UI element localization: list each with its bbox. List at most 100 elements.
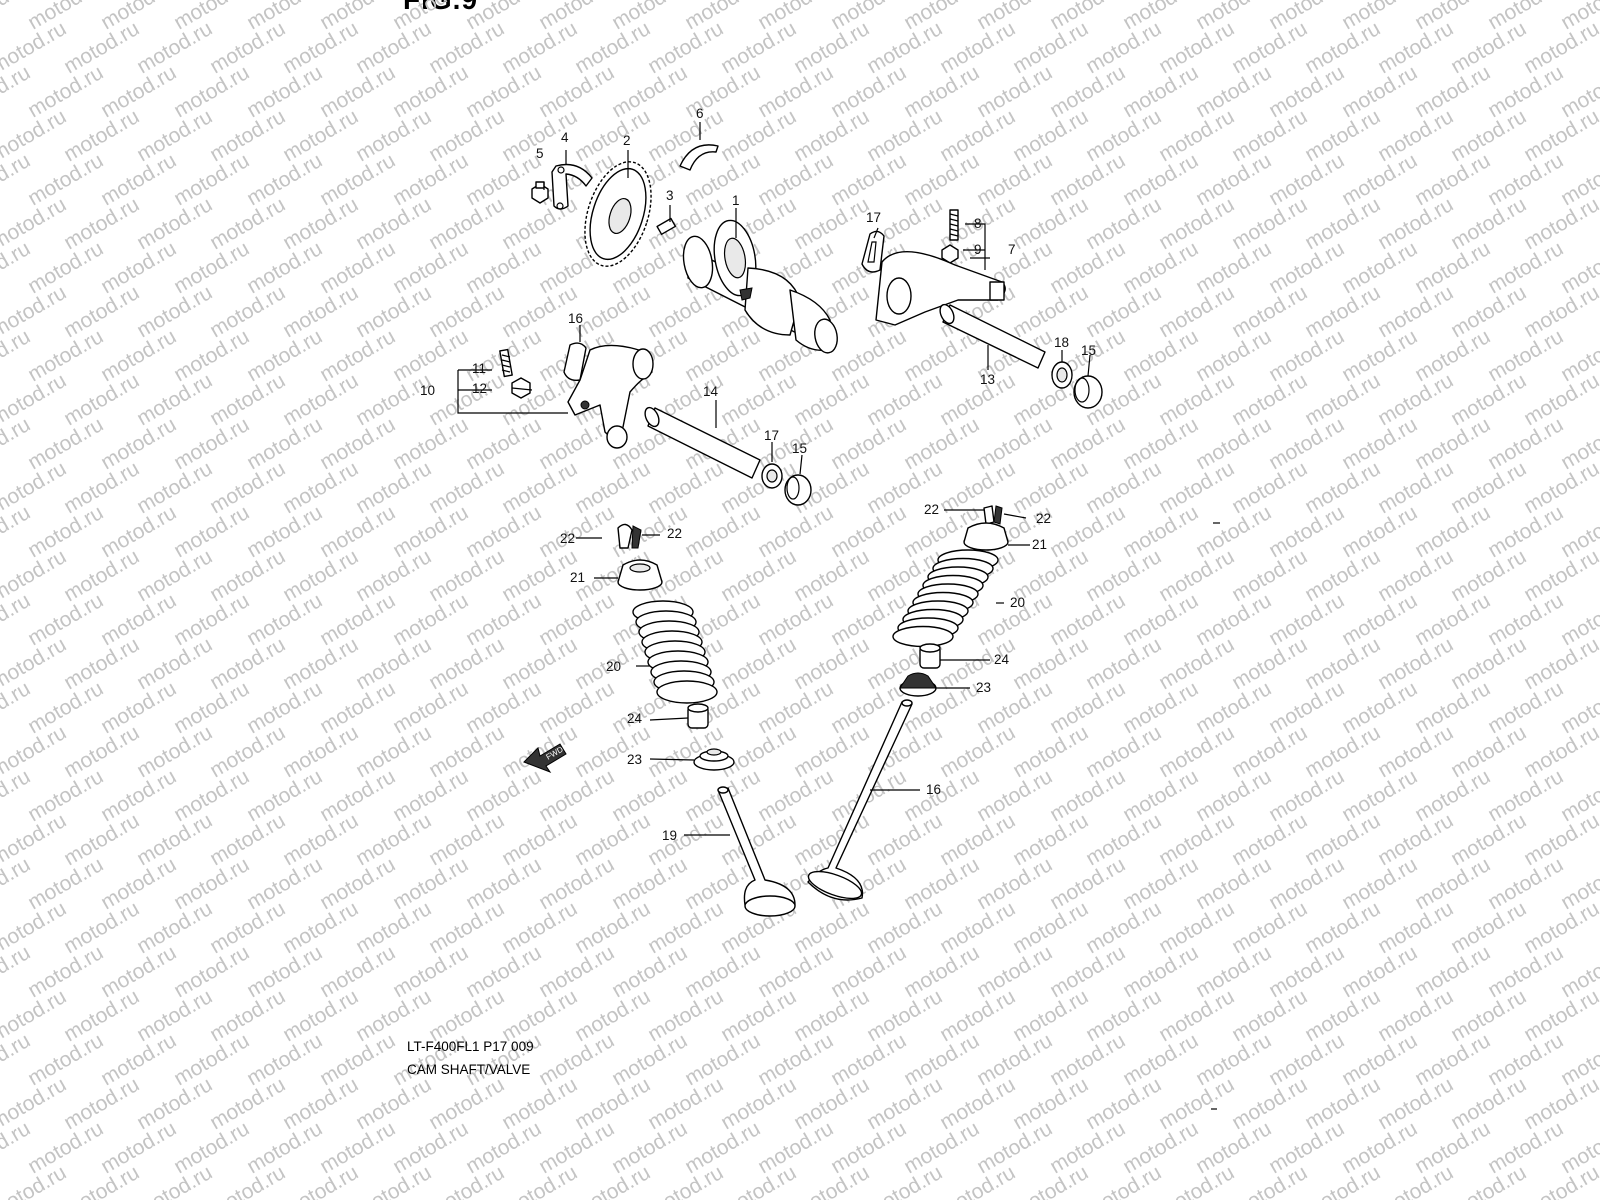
watermark-text: motod.ru <box>462 501 545 562</box>
watermark-text: motod.ru <box>1082 457 1165 518</box>
watermark-text: motod.ru <box>1338 853 1421 914</box>
watermark-text: motod.ru <box>1119 1029 1202 1090</box>
watermark-text: motod.ru <box>352 633 435 694</box>
watermark-text: motod.ru <box>1411 765 1494 826</box>
watermark-text: motod.ru <box>1411 413 1494 474</box>
callout-22-a: 22 <box>560 531 575 546</box>
watermark-text: motod.ru <box>1155 281 1238 342</box>
watermark-text: motod.ru <box>316 501 399 562</box>
watermark-text: motod.ru <box>352 721 435 782</box>
watermark-text: motod.ru <box>1484 1117 1567 1178</box>
watermark-text: motod.ru <box>644 897 727 958</box>
watermark-text: motod.ru <box>1374 985 1457 1046</box>
watermark-text: motod.ru <box>60 897 143 958</box>
watermark-text: motod.ru <box>608 765 691 826</box>
seat-part-23-left <box>693 748 735 771</box>
watermark-text: motod.ru <box>1228 457 1311 518</box>
watermark-text: motod.ru <box>24 677 107 738</box>
watermark-text: motod.ru <box>316 677 399 738</box>
watermark-text: motod.ru <box>97 589 180 650</box>
watermark-text: motod.ru <box>462 237 545 298</box>
watermark-text: motod.ru <box>535 853 618 914</box>
watermark-text: motod.ru <box>352 545 435 606</box>
watermark-text: motod.ru <box>608 1117 691 1178</box>
watermark-text: motod.ru <box>1155 721 1238 782</box>
watermark-text: motod.ru <box>1447 897 1530 958</box>
valve-spring-part-20-right <box>892 549 999 648</box>
watermark-text: motod.ru <box>1338 325 1421 386</box>
watermark-text: motod.ru <box>498 1073 581 1134</box>
watermark-text: motod.ru <box>1009 193 1092 254</box>
callout-7: 7 <box>1008 242 1016 257</box>
watermark-text: motod.ru <box>644 809 727 870</box>
watermark-text: motod.ru <box>1301 721 1384 782</box>
watermark-text: motod.ru <box>462 61 545 122</box>
watermark-text: motod.ru <box>133 105 216 166</box>
watermark-text: motod.ru <box>24 413 107 474</box>
watermark-text: motod.ru <box>790 985 873 1046</box>
watermark-text: motod.ru <box>608 61 691 122</box>
watermark-text: motod.ru <box>1374 1073 1457 1134</box>
watermark-text: motod.ru <box>60 193 143 254</box>
watermark-text: motod.ru <box>498 897 581 958</box>
watermark-text: motod.ru <box>754 61 837 122</box>
callout-17-right: 18 <box>1054 335 1069 350</box>
watermark-text: motod.ru <box>900 1117 983 1178</box>
watermark-text: motod.ru <box>1447 281 1530 342</box>
watermark-text: motod.ru <box>1119 677 1202 738</box>
watermark-text: motod.ru <box>97 149 180 210</box>
watermark-text: motod.ru <box>1484 325 1567 386</box>
watermark-text: motod.ru <box>1265 501 1348 562</box>
watermark-text: motod.ru <box>243 413 326 474</box>
watermark-text: motod.ru <box>1192 149 1275 210</box>
callout-2: 2 <box>623 133 631 148</box>
watermark-text: motod.ru <box>1447 193 1530 254</box>
watermark-text: motod.ru <box>1155 985 1238 1046</box>
watermark-text: motod.ru <box>1265 325 1348 386</box>
watermark-text: motod.ru <box>133 1073 216 1134</box>
watermark-text: motod.ru <box>1484 413 1567 474</box>
watermark-text: motod.ru <box>754 1117 837 1178</box>
watermark-text: motod.ru <box>389 765 472 826</box>
watermark-text: motod.ru <box>1338 941 1421 1002</box>
watermark-text: motod.ru <box>571 281 654 342</box>
watermark-text: motod.ru <box>425 721 508 782</box>
watermark-text: motod.ru <box>60 457 143 518</box>
watermark-text: motod.ru <box>936 809 1019 870</box>
watermark-text: motod.ru <box>170 1117 253 1178</box>
valve-part-18 <box>807 699 913 901</box>
watermark-text: motod.ru <box>1447 721 1530 782</box>
watermark-text: motod.ru <box>900 413 983 474</box>
cam-sprocket-part-2 <box>584 161 652 267</box>
watermark-text: motod.ru <box>754 589 837 650</box>
watermark-text: motod.ru <box>170 853 253 914</box>
callout-8: 8 <box>974 216 982 231</box>
watermark-text: motod.ru <box>279 281 362 342</box>
watermark-text: motod.ru <box>1228 633 1311 694</box>
watermark-text: motod.ru <box>206 985 289 1046</box>
watermark-text: motod.ru <box>1411 325 1494 386</box>
watermark-text: motod.ru <box>1009 897 1092 958</box>
watermark-text: motod.ru <box>60 545 143 606</box>
watermark-text: motod.ru <box>243 501 326 562</box>
callout-5: 5 <box>536 146 544 161</box>
watermark-text: motod.ru <box>24 765 107 826</box>
watermark-text: motod.ru <box>1155 545 1238 606</box>
watermark-text: motod.ru <box>1082 985 1165 1046</box>
watermark-text: motod.ru <box>863 17 946 78</box>
retainer-part-21-left <box>617 559 663 591</box>
callout-6: 6 <box>696 106 704 121</box>
watermark-text: motod.ru <box>1192 237 1275 298</box>
watermark-text: motod.ru <box>1411 677 1494 738</box>
watermark-text: motod.ru <box>790 193 873 254</box>
watermark-text: motod.ru <box>170 61 253 122</box>
watermark-text: motod.ru <box>316 589 399 650</box>
watermark-text: motod.ru <box>316 1117 399 1178</box>
watermark-text: motod.ru <box>717 633 800 694</box>
watermark-text: motod.ru <box>681 325 764 386</box>
watermark-text: motod.ru <box>389 589 472 650</box>
watermark-text: motod.ru <box>1228 17 1311 78</box>
watermark-text: motod.ru <box>1046 237 1129 298</box>
watermark-text: motod.ru <box>1082 545 1165 606</box>
watermark-text: motod.ru <box>498 985 581 1046</box>
